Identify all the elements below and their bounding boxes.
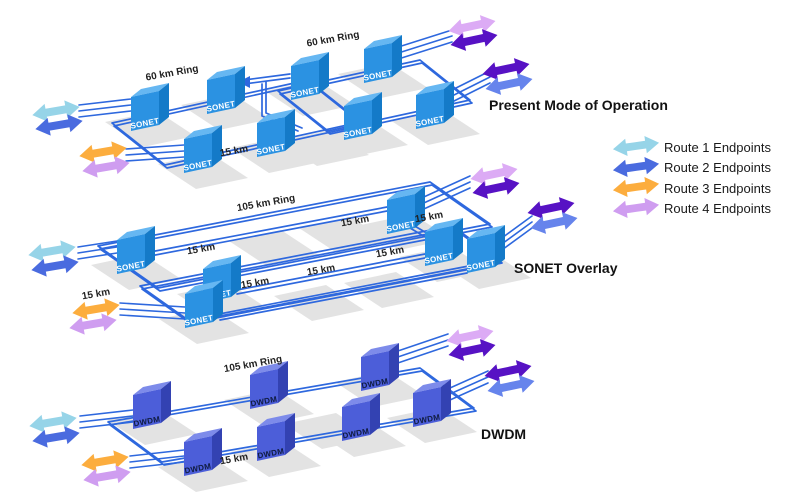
segment-distance-label: 15 km — [186, 242, 216, 258]
ring-line — [109, 370, 477, 466]
segment-distance-label: 15 km — [219, 452, 249, 468]
link-line — [149, 206, 388, 253]
link-line — [78, 110, 132, 118]
segment-distance-label: 15 km — [81, 287, 111, 303]
link-line — [243, 77, 291, 85]
overlay-lanes — [149, 206, 468, 321]
link-line — [391, 35, 453, 56]
link-line — [219, 268, 468, 317]
legend-route3-arrow-icon — [611, 175, 661, 199]
link-line — [125, 150, 185, 156]
link-line — [79, 415, 134, 423]
link-line — [236, 257, 426, 295]
segment-distance-label: 15 km — [240, 276, 270, 292]
link-line — [391, 29, 453, 50]
diagram-dwdm: 105 km Ring 15 km DWDM — [27, 322, 537, 492]
segment-distance-label: 15 km — [306, 263, 336, 279]
link-line — [129, 449, 185, 457]
ring-line — [97, 181, 491, 289]
legend-route4-label: Route 4 Endpoints — [664, 201, 771, 216]
segment-distance-label: 15 km — [375, 245, 405, 261]
link-line — [243, 73, 291, 81]
legend-route1-label: Route 1 Endpoints — [664, 140, 771, 155]
diagram-present-mode: 60 km Ring 60 km Ring 15 km Present Mode… — [30, 12, 668, 189]
legend-route1-arrow-icon — [611, 134, 661, 158]
legend-route4-arrow-icon — [611, 196, 661, 220]
legend-route3-label: Route 3 Endpoints — [664, 181, 771, 196]
segment-distance-label: 15 km — [340, 214, 370, 230]
link-line — [119, 308, 186, 314]
link-line — [125, 156, 185, 162]
segment-distance-label: 15 km — [219, 144, 249, 160]
diagram-title-overlay: SONET Overlay — [514, 260, 618, 276]
link-line — [129, 455, 185, 463]
ring-distance-label: 60 km Ring — [306, 29, 360, 49]
link-line — [79, 421, 134, 429]
link-line — [79, 409, 134, 417]
route4-endpoint-arrow — [67, 310, 119, 338]
link-line — [149, 210, 388, 257]
link-line — [119, 302, 186, 308]
link-line — [219, 272, 468, 321]
link-line — [391, 41, 453, 62]
ring-105km-dwdm — [107, 367, 477, 466]
legend-route2-label: Route 2 Endpoints — [664, 160, 771, 175]
ring-105km — [97, 181, 493, 292]
link-line — [78, 98, 132, 106]
legend-route2-arrow-icon — [611, 155, 661, 179]
diagram-title-pmo: Present Mode of Operation — [489, 97, 668, 113]
diagram-title-dwdm: DWDM — [481, 426, 526, 442]
link-line — [77, 240, 118, 248]
link-line — [119, 314, 186, 320]
ring-line — [99, 184, 493, 292]
diagram-sonet-overlay: 105 km Ring 15 km 15 km 15 km 15 km 15 k… — [26, 160, 618, 344]
legend: Route 1 Endpoints Route 2 Endpoints Rout… — [611, 134, 771, 220]
link-line — [78, 104, 132, 112]
link-line — [129, 461, 185, 469]
link-line — [77, 252, 118, 260]
ring-distance-label: 60 km Ring — [145, 63, 199, 83]
segment-distance-label: 15 km — [414, 210, 444, 226]
ring-distance-label: 105 km Ring — [236, 193, 296, 214]
ring-line — [107, 367, 475, 463]
link-line — [125, 144, 185, 150]
link-line — [77, 246, 118, 254]
link-line — [236, 253, 426, 291]
